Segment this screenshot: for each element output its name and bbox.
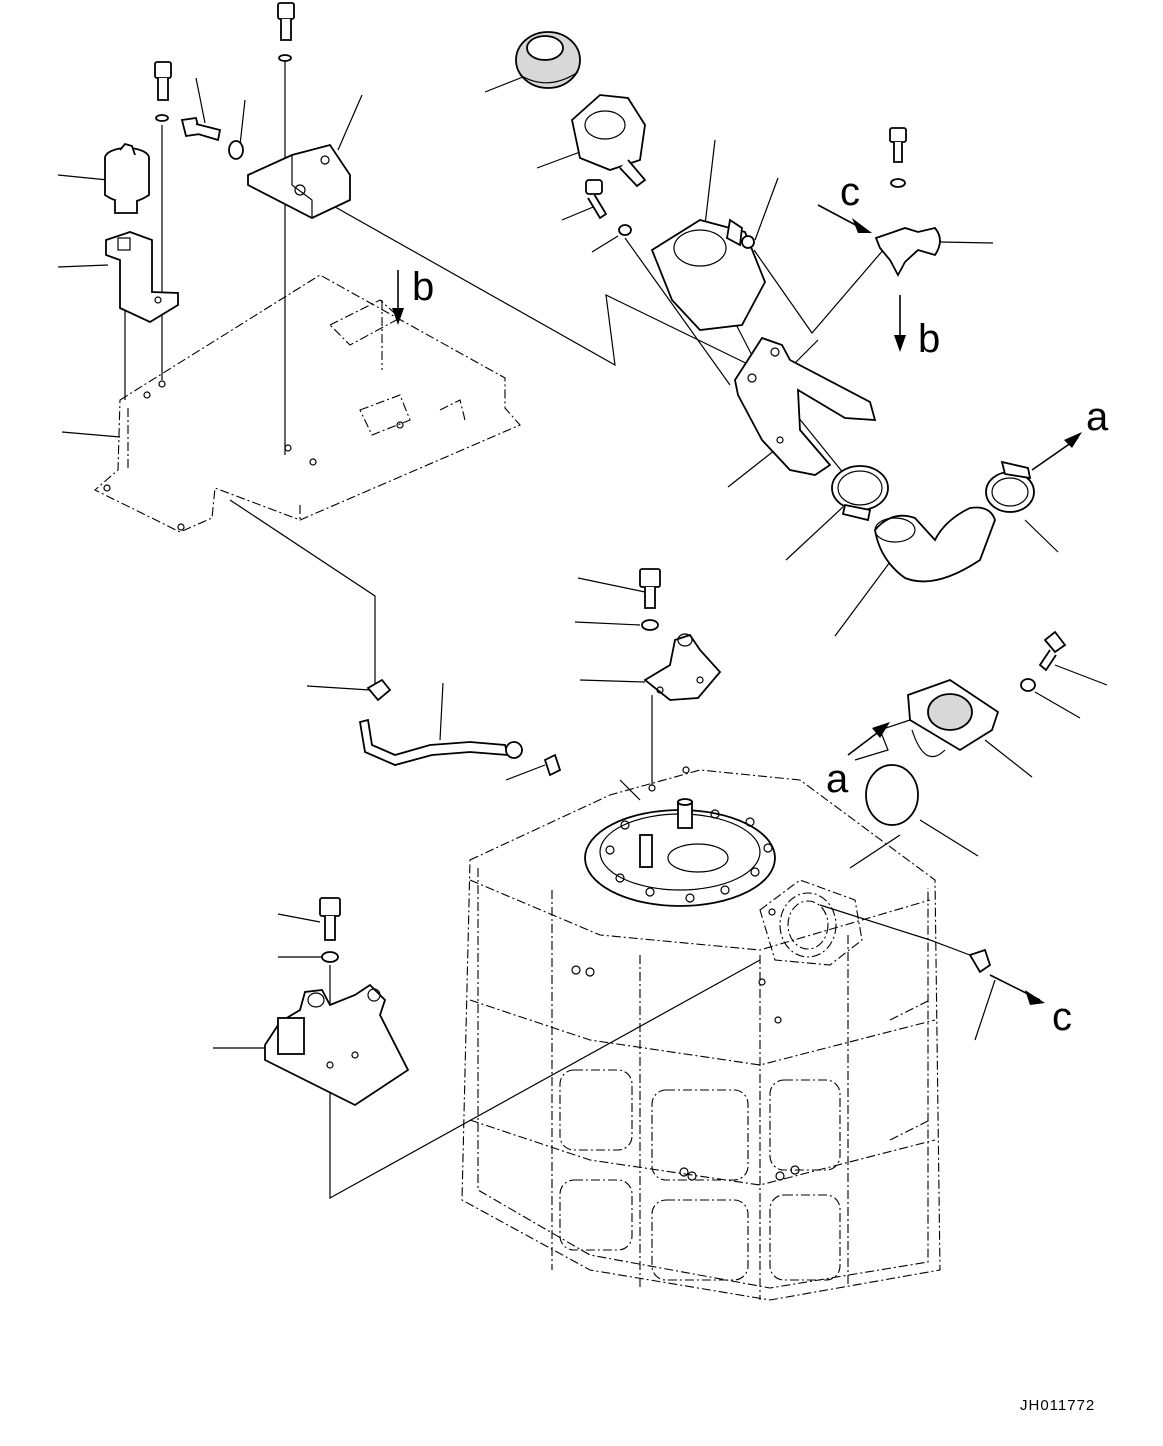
sight-glass xyxy=(865,764,919,826)
switch-sensor xyxy=(104,142,150,214)
filler-neck xyxy=(571,94,647,188)
callout-c-lower: c xyxy=(1052,995,1072,1039)
tank-bracket-upper xyxy=(643,633,722,701)
top-bolt xyxy=(277,2,295,62)
leader-lines xyxy=(57,60,1108,1200)
small-clip xyxy=(543,753,562,777)
connection-arrows xyxy=(392,204,1082,1005)
elbow-hose xyxy=(874,506,996,583)
bolt-filler xyxy=(585,179,632,236)
side-bolt xyxy=(180,116,244,160)
filler-bracket xyxy=(734,336,877,476)
breather-hose xyxy=(358,718,523,766)
right-bolt xyxy=(1020,630,1067,692)
callout-b-upper: b xyxy=(412,265,434,309)
fuel-tank xyxy=(461,766,941,1301)
callout-b-right: b xyxy=(918,317,940,361)
breather-elbow xyxy=(874,127,941,277)
mid-bolt xyxy=(639,568,661,631)
left-bolt xyxy=(154,61,172,122)
strainer-housing xyxy=(650,218,766,331)
drawing-code: JH011772 xyxy=(1020,1397,1095,1414)
callout-c-upper: c xyxy=(840,170,860,214)
clip-right xyxy=(968,948,992,974)
hose-clamp-2 xyxy=(985,460,1035,513)
mounting-plate xyxy=(94,274,521,533)
hose-fitting xyxy=(366,678,392,702)
sensor-bracket xyxy=(105,231,179,324)
upper-bracket xyxy=(247,143,351,220)
hose-clamp-1 xyxy=(831,465,889,522)
callout-a-right: a xyxy=(1086,395,1109,439)
tank-bracket-lower xyxy=(264,983,410,1107)
lower-bolt xyxy=(319,897,341,963)
filler-cap xyxy=(515,31,581,89)
sight-gauge-cover xyxy=(907,679,1000,758)
callout-a-lower: a xyxy=(826,757,849,801)
